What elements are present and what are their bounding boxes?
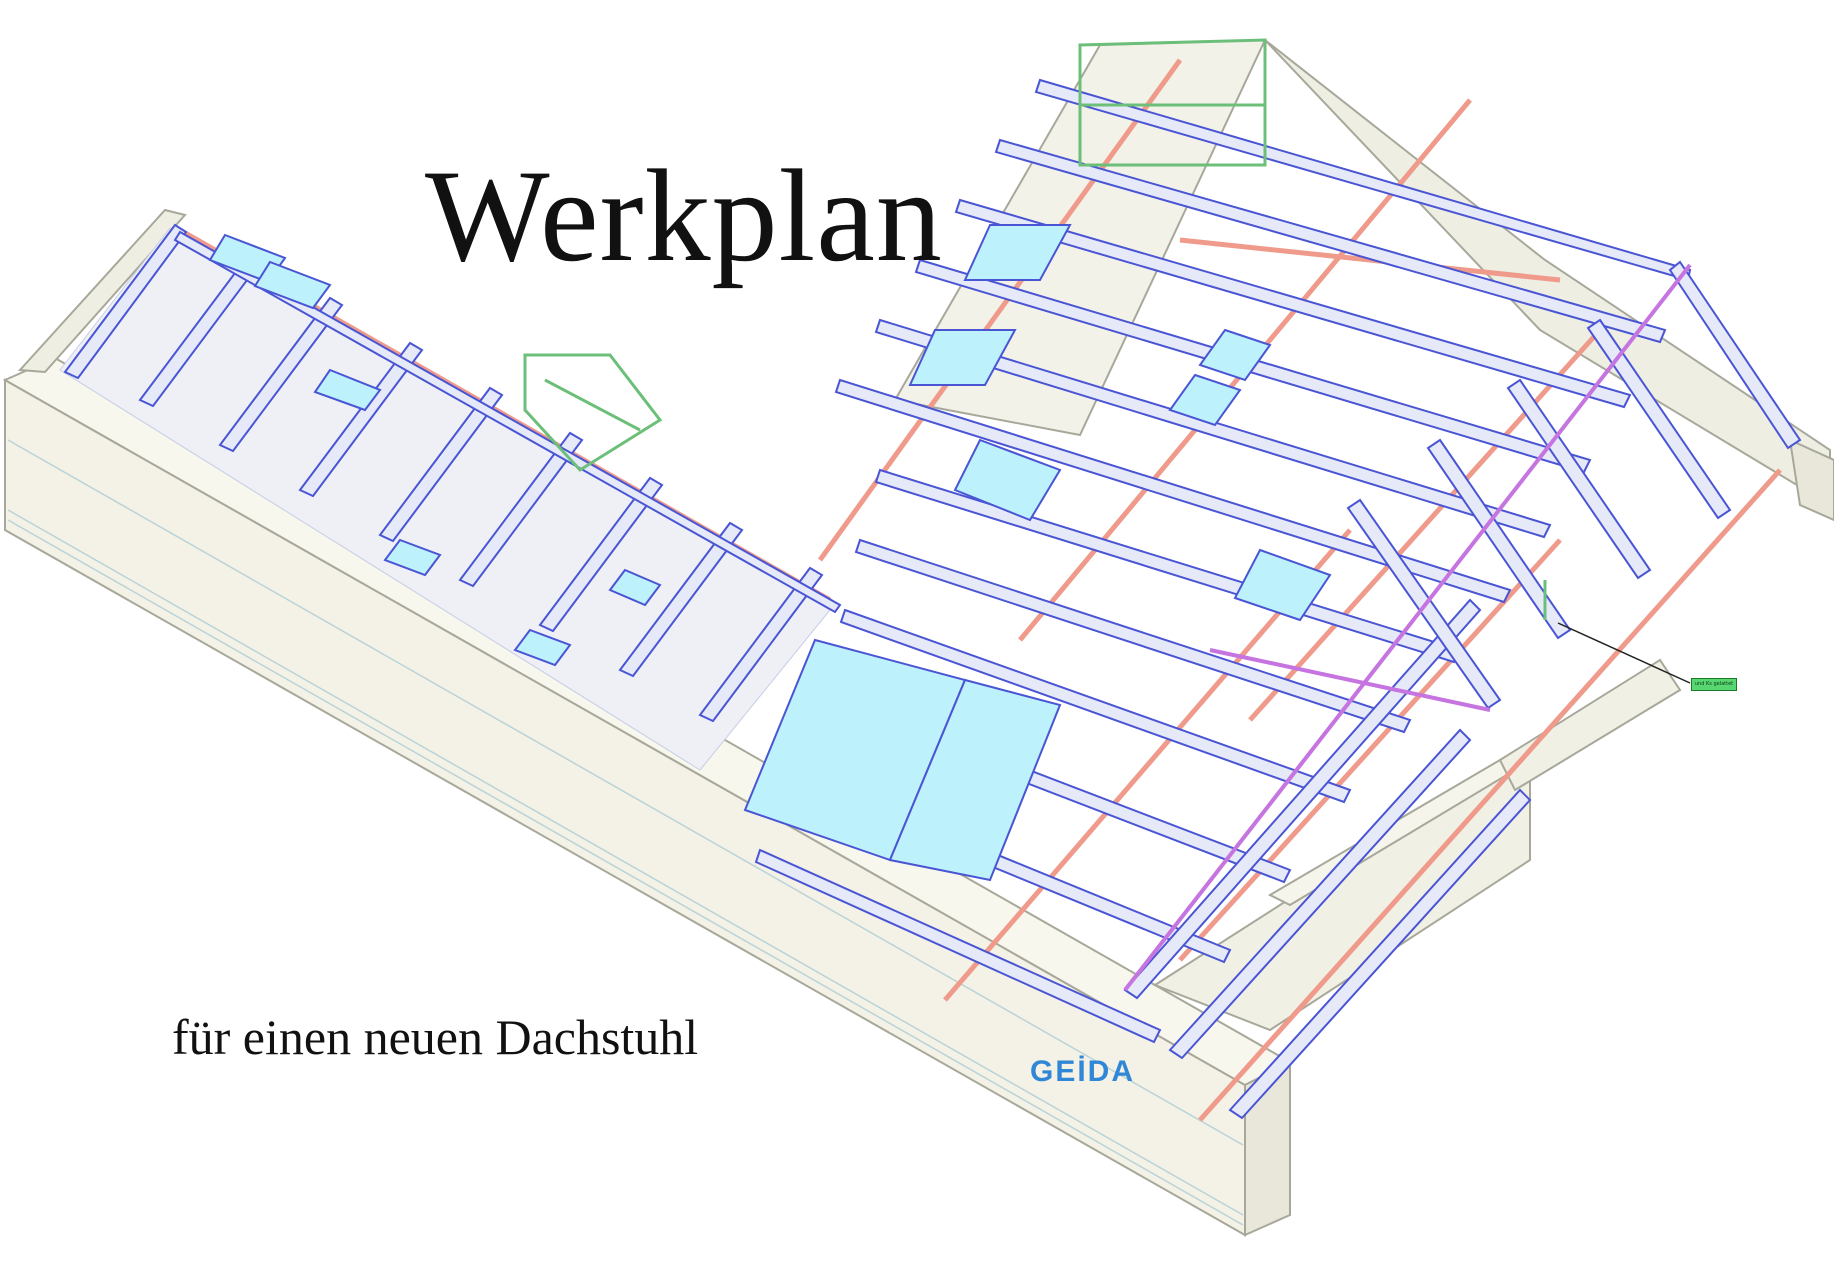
annotation-leader (1557, 622, 1691, 684)
drawing-subtitle: für einen neuen Dachstuhl (172, 1009, 699, 1065)
company-logo: GEİDA (1030, 1055, 1136, 1088)
left-wing-rafters (63, 223, 842, 723)
wall-lines (7, 439, 1244, 1226)
skylight-windows (208, 224, 1332, 882)
annotation-tag: und Ks gelattet (1691, 678, 1737, 691)
dormer-frames (523, 38, 1547, 620)
drawing-title: Werkplan (425, 142, 943, 289)
ridge-beam (1123, 263, 1692, 992)
